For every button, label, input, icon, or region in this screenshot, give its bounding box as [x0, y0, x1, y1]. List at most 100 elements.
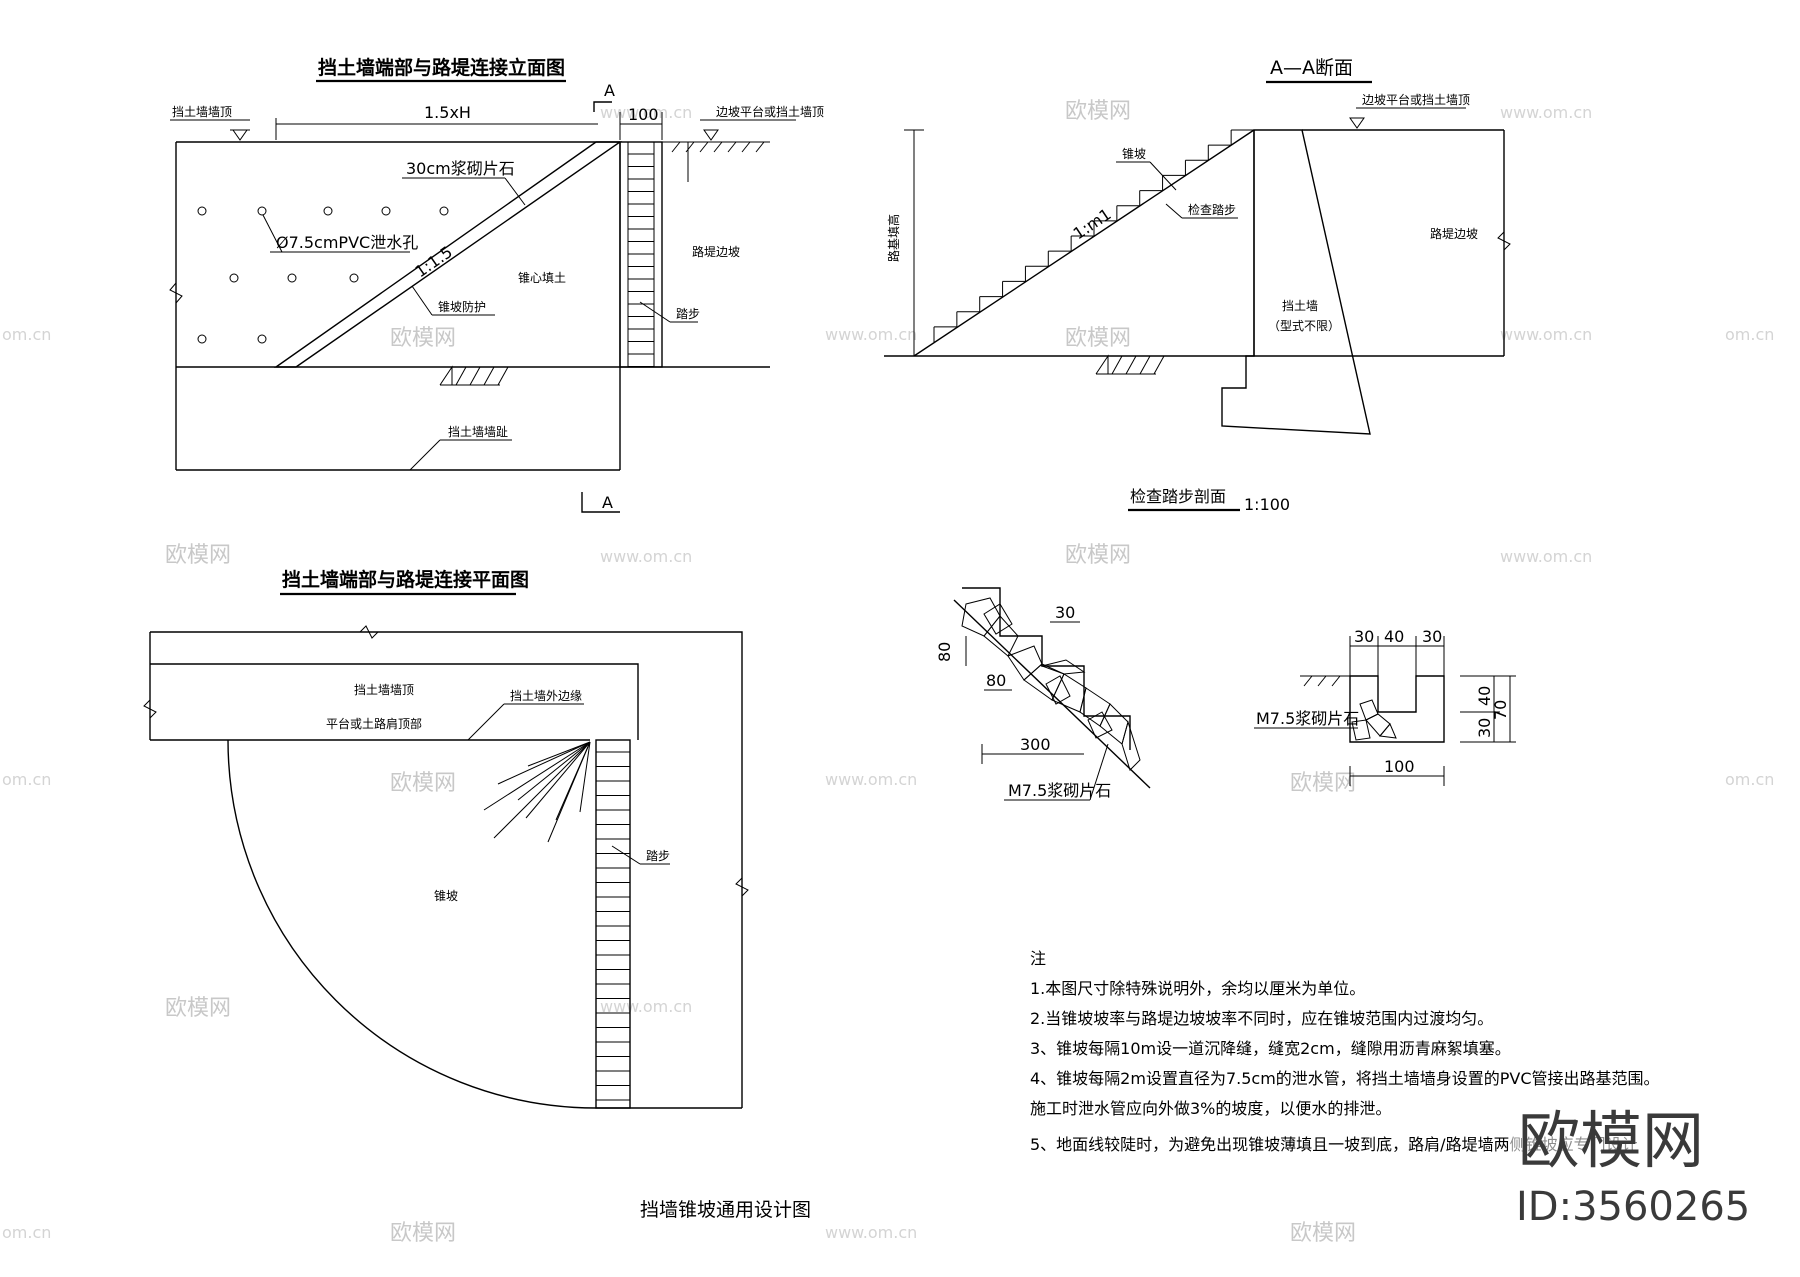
drain-hole: [229, 273, 239, 283]
watermark-url: om.cn: [2, 770, 51, 789]
ground-hatch: [671, 141, 765, 182]
watermark-logo: 欧模网: [165, 996, 231, 1021]
leader-line: [411, 285, 433, 316]
watermark-url: www.om.cn: [600, 547, 692, 566]
wall-note: （型式不限）: [1268, 319, 1340, 333]
drain-hole: [257, 334, 267, 344]
step-profile-scale: 1:100: [1244, 495, 1290, 514]
cone-slope-band: [273, 141, 623, 368]
plan-platform-label: 平台或土路肩顶部: [326, 716, 422, 731]
section-platform-label: 边坡平台或挡土墙顶: [1362, 92, 1470, 107]
leader-line: [1089, 743, 1109, 801]
elevation-marker-icon: [1349, 117, 1365, 129]
watermark-logo: 欧模网: [165, 543, 231, 568]
plan-step-treads: [596, 751, 630, 1101]
leader-line: [1149, 161, 1177, 191]
drawing-title: 挡墙锥坡通用设计图: [640, 1199, 811, 1221]
section-title: A—A断面: [1270, 57, 1353, 79]
step-detail: 30 80 80 300 M7.5浆砌片石: [935, 587, 1151, 801]
step-dim-riser2: 80: [986, 671, 1006, 690]
brand-name: 欧模网: [1518, 1104, 1704, 1177]
drain-hole: [381, 206, 391, 216]
break-mark: [1497, 231, 1511, 251]
leader-line: [409, 439, 441, 471]
notes-block: 注 1.本图尺寸除特殊说明外，余均以厘米为单位。 2.当锥坡坡率与路堤边坡坡率不…: [1030, 949, 1660, 1154]
plan-step-label: 踏步: [646, 849, 670, 863]
watermark-logo: 欧模网: [1065, 326, 1131, 351]
step-label: 踏步: [676, 307, 700, 321]
dim-step-width: 100: [628, 105, 659, 124]
break-mark: [735, 877, 749, 897]
plan-outer-edge-label: 挡土墙外边缘: [510, 689, 582, 703]
ground-hatch: [1095, 354, 1165, 375]
ditch-mortar-label: M7.5浆砌片石: [1256, 709, 1359, 728]
watermark-logo: 欧模网: [1065, 543, 1131, 568]
section-mark-label: A: [602, 493, 613, 512]
watermark-url: www.om.cn: [825, 1223, 917, 1242]
section-step-profile: [933, 129, 1254, 342]
watermark-url: om.cn: [2, 325, 51, 344]
watermark-logo: 欧模网: [390, 1221, 456, 1246]
stone-label: 30cm浆砌片石: [406, 159, 515, 178]
drain-hole: [257, 206, 267, 216]
elevation-title: 挡土墙端部与路堤连接立面图: [318, 56, 565, 79]
notes-heading: 注: [1030, 949, 1046, 968]
watermark-url: www.om.cn: [825, 770, 917, 789]
brand-watermark: 欧模网 ID:3560265: [1508, 1100, 1800, 1270]
watermark-url: om.cn: [1725, 770, 1774, 789]
cone-arc: [227, 739, 597, 1109]
ditch-detail: 30 40 30 M7.5浆砌片石 30 40 70 100: [1254, 627, 1516, 786]
section-mark-bottom: [581, 492, 620, 513]
watermark-url: www.om.cn: [825, 325, 917, 344]
watermark-url: www.om.cn: [600, 997, 692, 1016]
watermark-layer: 欧模网 欧模网 欧模网 欧模网 欧模网 欧模网 欧模网 欧模网 欧模网 欧模网 …: [2, 99, 1774, 1246]
step-mortar-label: M7.5浆砌片石: [1008, 781, 1111, 800]
ditch-dim-total: 70: [1491, 700, 1510, 720]
leader-line: [639, 301, 671, 323]
section-mark-label: A: [604, 81, 615, 100]
section-view: A—A断面 边坡平台或挡土墙顶 路基填高 锥坡 1:m1 检查踏步 路堤边坡 挡…: [884, 57, 1511, 514]
ditch-dim-b: 40: [1384, 627, 1404, 646]
plan-title: 挡土墙端部与路堤连接平面图: [282, 568, 529, 591]
dim-length: 1.5xH: [424, 103, 471, 122]
step-profile-title: 检查踏步剖面: [1130, 487, 1226, 506]
watermark-url: www.om.cn: [1500, 103, 1592, 122]
step-dim-riser: 80: [935, 642, 954, 662]
break-mark: [169, 282, 183, 304]
note-line: 2.当锥坡坡率与路堤边坡坡率不同时，应在锥坡范围内过渡均匀。: [1030, 1009, 1493, 1028]
drain-hole: [349, 273, 359, 283]
watermark-logo: 欧模网: [1065, 99, 1131, 124]
elevation-marker-icon: [232, 129, 248, 141]
drain-hole: [287, 273, 297, 283]
step-dim-run: 300: [1020, 735, 1051, 754]
break-mark: [359, 625, 379, 639]
plan-wall-outline: [150, 663, 639, 740]
leader-line: [262, 214, 283, 253]
ground-hatch: [439, 365, 509, 386]
wall-top-label: 挡土墙墙顶: [172, 105, 232, 119]
rubble-stones: [1351, 699, 1397, 741]
note-line: 1.本图尺寸除特殊说明外，余均以厘米为单位。: [1030, 979, 1365, 998]
plan-cone-label: 锥坡: [434, 889, 458, 903]
cone-label: 锥坡: [1122, 147, 1146, 161]
note-line: 施工时泄水管应向外做3%的坡度，以便水的排泄。: [1030, 1099, 1391, 1118]
ditch-dim-c: 30: [1422, 627, 1442, 646]
note-line: 3、锥坡每隔10m设一道沉降缝，缝宽2cm，缝隙用沥青麻絮填塞。: [1030, 1039, 1511, 1058]
watermark-url: www.om.cn: [1500, 547, 1592, 566]
ditch-body: [1349, 675, 1445, 743]
leader-line: [1165, 203, 1183, 219]
watermark-logo: 欧模网: [1290, 771, 1356, 796]
ditch-dim-a: 30: [1354, 627, 1374, 646]
ditch-dim-right-b: 40: [1475, 686, 1494, 706]
plan-wall-top-label: 挡土墙墙顶: [354, 683, 414, 697]
ditch-dim-right-a: 30: [1475, 718, 1494, 738]
radial-lines: [483, 741, 591, 843]
cone-protect-label: 锥坡防护: [438, 299, 486, 314]
ditch-dim-width: 100: [1384, 757, 1415, 776]
drain-hole: [197, 206, 207, 216]
wall-label: 挡土墙: [1282, 299, 1318, 313]
watermark-logo: 欧模网: [1290, 1221, 1356, 1246]
wall-back-label: 挡土墙墙趾: [448, 425, 508, 439]
watermark-url: om.cn: [1725, 325, 1774, 344]
leader-line: [611, 845, 641, 865]
